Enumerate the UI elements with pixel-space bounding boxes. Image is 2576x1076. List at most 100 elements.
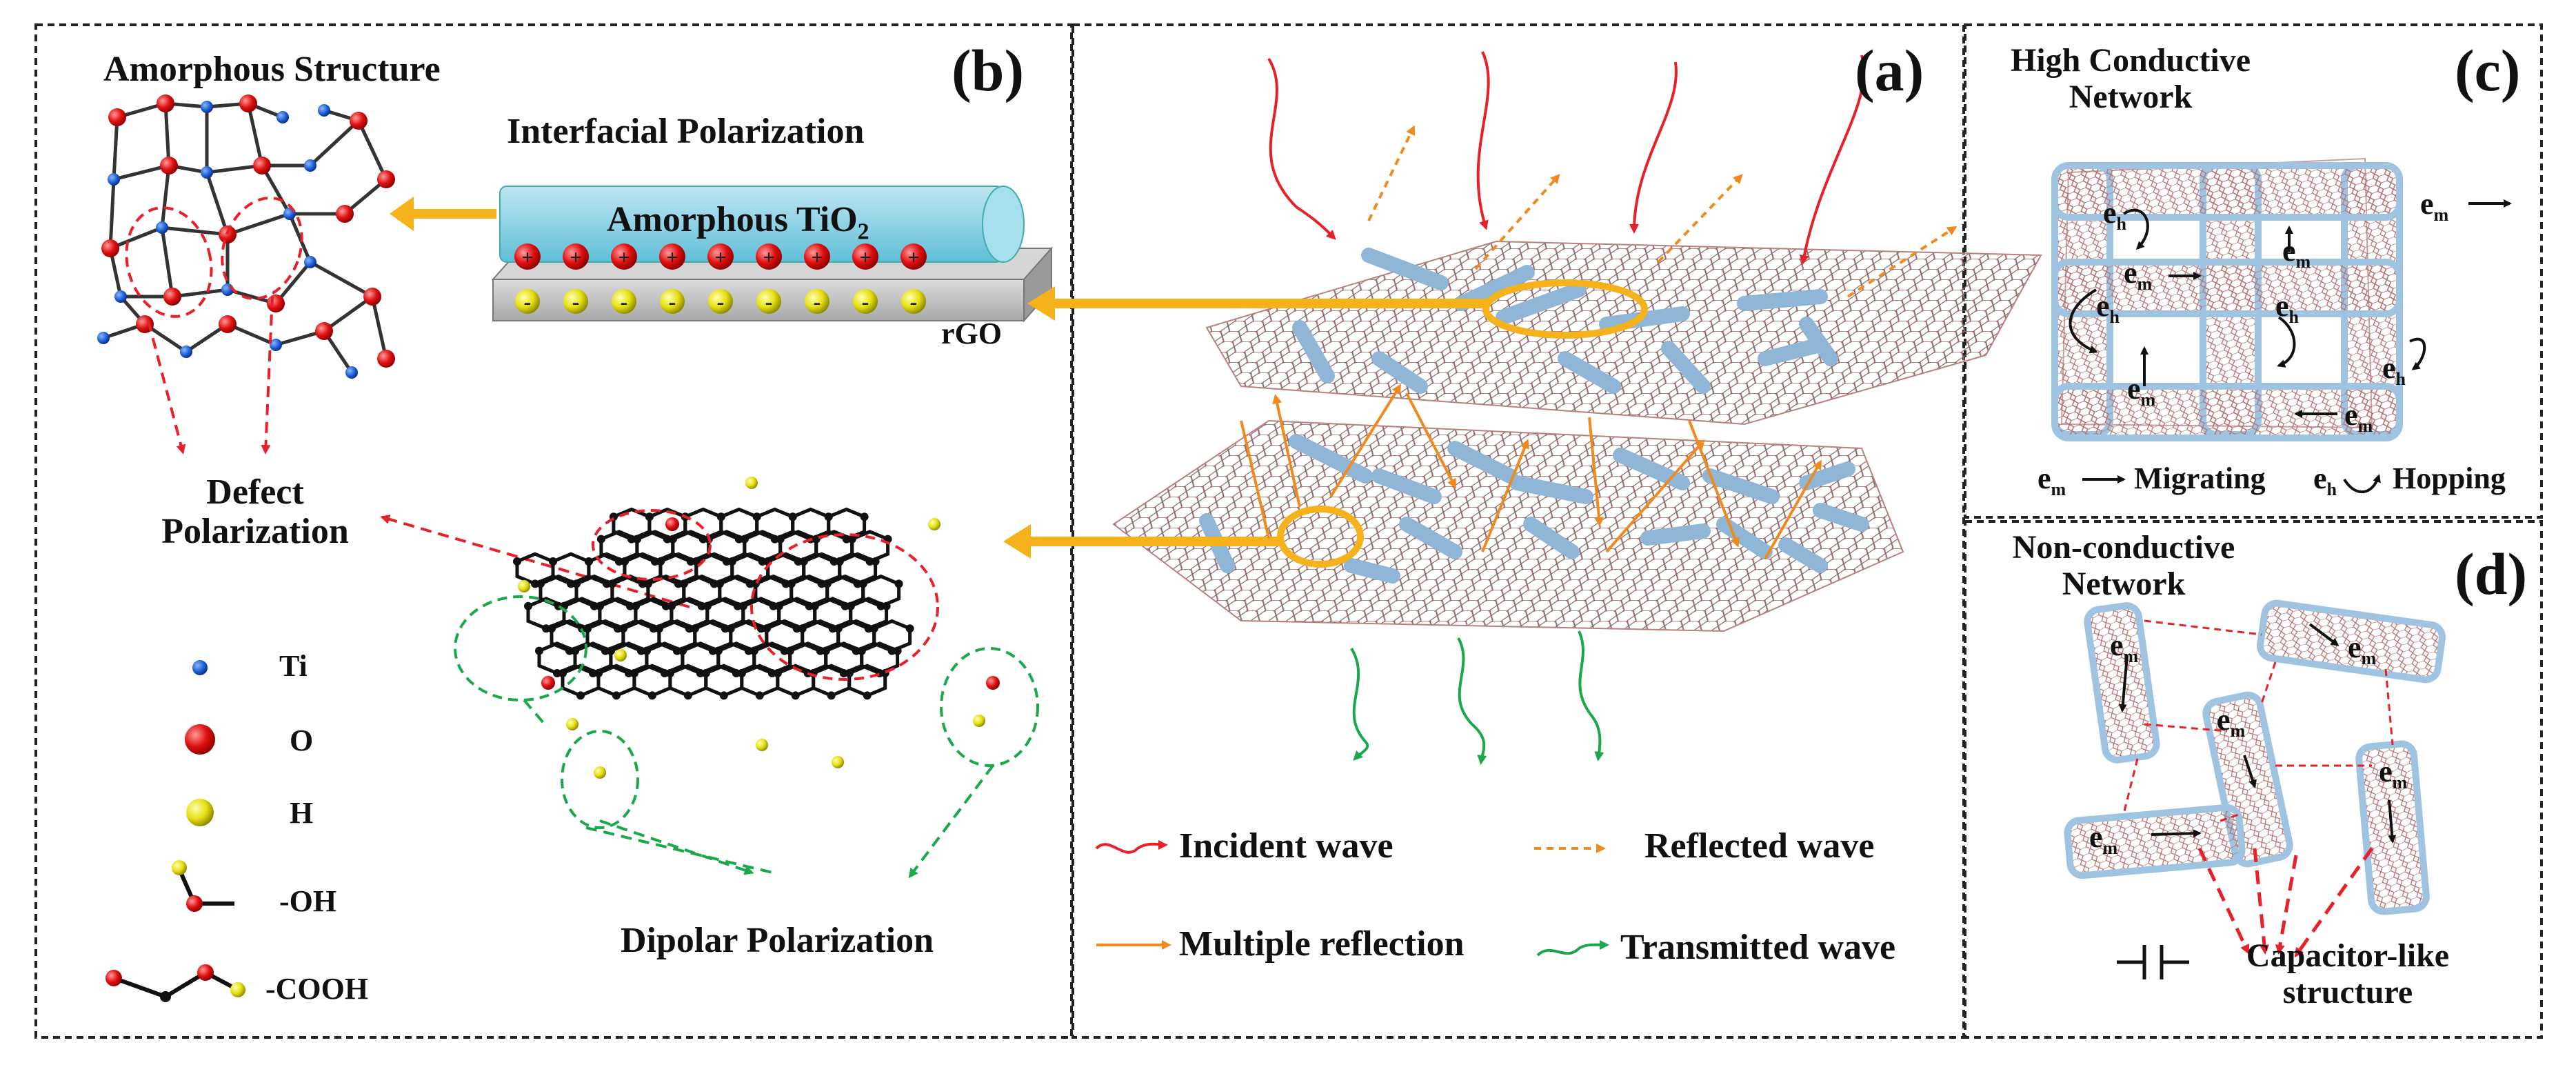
em-label-3: em xyxy=(2282,234,2311,272)
hex-ring xyxy=(838,552,878,586)
carbon-atom xyxy=(513,557,521,566)
carbon-atom xyxy=(755,691,764,700)
carbon-atom xyxy=(726,624,735,633)
nanorod xyxy=(1289,434,1373,484)
graphene-hex-grid xyxy=(513,507,914,700)
hydrogen-atom-icon xyxy=(805,289,829,314)
plus-charge-icon: + xyxy=(521,246,533,269)
hopping-eh-symbol: eh xyxy=(2313,461,2337,499)
legend-h-label: H xyxy=(290,796,314,830)
minus-charge-icon: - xyxy=(910,289,918,314)
em-label-2: em xyxy=(2124,256,2153,294)
carbon-atom xyxy=(547,624,556,633)
oxygen-atom-icon xyxy=(900,243,927,270)
carbon-atom xyxy=(618,624,627,633)
carbon-atom xyxy=(630,669,638,677)
plus-charge-icon: + xyxy=(907,246,919,269)
carbon-atom xyxy=(620,557,629,566)
carbon-atom xyxy=(846,601,855,610)
carbon-atom xyxy=(536,579,545,588)
panel-label-a: (a) xyxy=(1855,37,1924,103)
carbon-atom xyxy=(667,601,676,610)
plus-charge-icon: + xyxy=(570,246,581,269)
carbon-atom xyxy=(740,535,749,544)
carbon-atom xyxy=(821,646,830,655)
eh-label-4: eh xyxy=(2382,351,2406,389)
nanorod xyxy=(1454,265,1535,311)
hex-ring xyxy=(776,664,816,698)
amorphous-structure-label: Amorphous Structure xyxy=(103,50,441,89)
migrating-label: Migrating xyxy=(2134,461,2266,495)
carbon-atom xyxy=(860,512,869,521)
d-em-label-5: em xyxy=(2089,820,2118,858)
plus-charge-icon: + xyxy=(811,246,823,269)
carbon-atom xyxy=(858,579,867,588)
carbon-atom xyxy=(905,624,914,633)
carbon-atom xyxy=(690,624,699,633)
carbon-atom xyxy=(810,601,819,610)
carbon-atom xyxy=(596,535,605,544)
nanorod xyxy=(1361,248,1449,290)
minus-charge-icon: - xyxy=(765,289,773,314)
carbon-atom xyxy=(631,601,640,610)
carbon-atom xyxy=(576,691,585,700)
carbon-atom xyxy=(703,601,712,610)
carbon-atom xyxy=(668,535,677,544)
dipolar-dashed-arrows xyxy=(523,699,994,879)
hex-ring xyxy=(827,507,867,541)
carbon-atom xyxy=(665,669,674,677)
legend-transmitted-label: Transmitted wave xyxy=(1620,928,1896,967)
hex-ring xyxy=(860,641,900,675)
nanorod xyxy=(1399,517,1462,559)
carbon-atom xyxy=(571,646,579,655)
plus-charge-icon: + xyxy=(618,246,630,269)
minus-charge-icon: - xyxy=(669,289,676,314)
hex-ring xyxy=(849,597,889,630)
carbon-atom xyxy=(845,669,854,677)
incident-waves xyxy=(1267,51,1866,265)
interfacial-polarization-label: Interfacial Polarization xyxy=(507,112,865,151)
hydrogen-atom-icon xyxy=(660,289,685,314)
carbon-atom xyxy=(871,557,880,566)
oxygen-atom-icon xyxy=(659,243,685,270)
capacitor-arrows xyxy=(2197,847,2374,958)
carbon-atom xyxy=(716,512,725,521)
nanorod xyxy=(1558,351,1621,394)
carbon-atom xyxy=(678,646,687,655)
carbon-atom xyxy=(798,624,807,633)
transmitted-waves xyxy=(1350,630,1604,765)
carbon-atom xyxy=(799,557,808,566)
nanorod xyxy=(1702,468,1780,504)
carbon-atom xyxy=(714,646,723,655)
carbon-atom xyxy=(823,579,832,588)
panel-label-b: (b) xyxy=(952,37,1025,103)
legend-cooh-label: -COOH xyxy=(265,972,369,1006)
nanorod xyxy=(1758,337,1828,366)
carbon-atom xyxy=(583,624,592,633)
carbon-atom xyxy=(715,579,724,588)
nanorod xyxy=(1599,306,1690,332)
graphene-sheet-b xyxy=(496,483,1007,800)
carbon-atom xyxy=(827,691,836,700)
nanorod xyxy=(1509,475,1593,504)
hydrogen-atom-icon xyxy=(901,289,926,314)
carbon-atom xyxy=(737,669,746,677)
nanorod xyxy=(1447,441,1518,484)
legend-incident-label: Incident wave xyxy=(1179,826,1393,866)
nanorod xyxy=(1737,289,1828,311)
nanorod xyxy=(1344,558,1400,584)
carbon-atom xyxy=(893,646,902,655)
carbon-atom xyxy=(535,646,543,655)
carbon-atom xyxy=(857,646,866,655)
em-label-4: em xyxy=(2127,372,2156,410)
minus-charge-icon: - xyxy=(524,289,532,314)
d-em-label-3: em xyxy=(2217,703,2246,741)
carbon-atom xyxy=(835,557,844,566)
nanorod xyxy=(1371,351,1428,394)
carbon-atom xyxy=(549,557,557,566)
carbon-atom xyxy=(824,512,833,521)
carbon-atom xyxy=(727,557,736,566)
